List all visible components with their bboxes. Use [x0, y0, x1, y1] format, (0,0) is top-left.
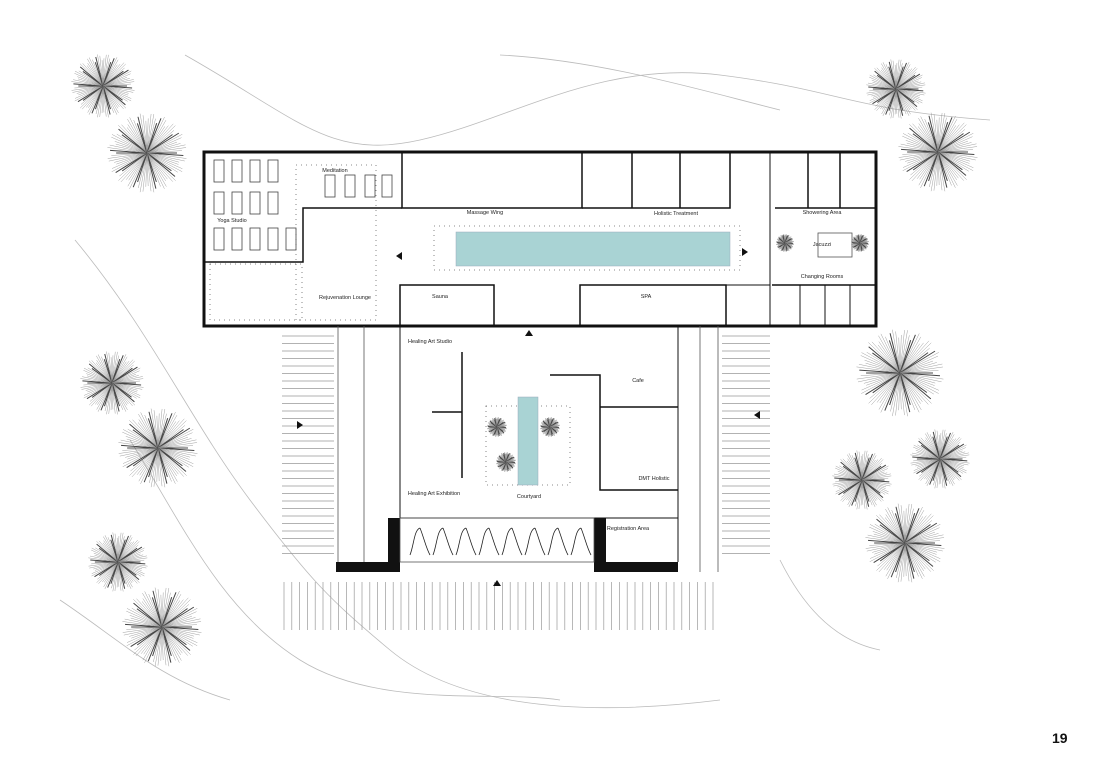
label-yoga-studio: Yoga Studio [217, 218, 246, 224]
label-healing-art-studio: Healing Art Studio [408, 339, 452, 345]
label-sauna: Sauna [432, 294, 449, 300]
label-holistic-treatment: Holistic Treatment [654, 211, 698, 217]
mat [381, 174, 393, 198]
mat [231, 159, 243, 183]
label-registration-area: Registration Area [607, 526, 650, 532]
mat [267, 159, 279, 183]
mat [231, 191, 243, 215]
tree-icon [71, 54, 135, 118]
mat [344, 174, 356, 198]
tree-icon [865, 503, 945, 583]
trees [71, 54, 978, 667]
mat [231, 227, 243, 251]
tree-icon [832, 450, 892, 510]
arrow-icon [396, 252, 402, 260]
label-healing-art-exhibition: Healing Art Exhibition [408, 491, 460, 497]
yoga-mats [213, 159, 393, 251]
door-swing [455, 527, 477, 556]
mat [267, 227, 279, 251]
label-spa: SPA [641, 294, 652, 300]
tree-icon [487, 417, 507, 437]
mat [249, 159, 261, 183]
site-contours [59, 54, 991, 709]
mat [324, 174, 336, 198]
label-jacuzzi: Jacuzzi [813, 242, 831, 248]
mat [249, 227, 261, 251]
door-swing [501, 527, 523, 556]
tree-icon [118, 408, 198, 488]
door-swing [547, 527, 569, 556]
tree-icon [866, 59, 926, 119]
tree-icon [776, 234, 794, 252]
upper-building [202, 150, 878, 328]
mat [267, 191, 279, 215]
label-rejuvenation-lounge: Rejuvenation Lounge [319, 295, 371, 301]
tree-icon [540, 417, 560, 437]
arrow-icon [754, 411, 760, 419]
tree-icon [851, 234, 869, 252]
courtyard-pool [517, 396, 539, 486]
tree-icon [80, 351, 144, 415]
label-changing-rooms: Changing Rooms [801, 274, 844, 280]
jacuzzi-tub [817, 232, 853, 258]
mat [213, 191, 225, 215]
mat [213, 227, 225, 251]
arrow-icon [493, 580, 501, 586]
door-swing [409, 527, 431, 556]
tree-icon [107, 113, 187, 193]
arrow-icon [297, 421, 303, 429]
door-swing [478, 527, 500, 556]
door-swing [570, 527, 592, 556]
pool [455, 231, 731, 267]
mat [364, 174, 376, 198]
mat [249, 191, 261, 215]
tree-icon [496, 452, 516, 472]
label-showering-area: Showering Area [803, 210, 843, 216]
arrow-icon [742, 248, 748, 256]
label-meditation: Meditation [322, 168, 347, 174]
tree-icon [898, 112, 978, 192]
tree-icon [122, 587, 202, 667]
room-labels: Meditation Yoga Studio Massage Wing Holi… [217, 168, 843, 532]
mat [213, 159, 225, 183]
tree-icon [856, 329, 944, 417]
lower-building [297, 325, 760, 586]
label-massage-wing: Massage Wing [467, 210, 503, 216]
arrow-icon [525, 330, 533, 336]
label-dmt-holistic: DMT Holistic [638, 476, 669, 482]
mat [285, 227, 297, 251]
door-swing [432, 527, 454, 556]
label-courtyard: Courtyard [517, 494, 541, 500]
door-swing [524, 527, 546, 556]
tree-icon [910, 429, 970, 489]
parking-stripes [282, 335, 770, 630]
entrance-doors [409, 527, 592, 556]
label-cafe: Cafe [632, 378, 644, 384]
tree-icon [88, 532, 148, 592]
page-number: 19 [1052, 730, 1068, 746]
